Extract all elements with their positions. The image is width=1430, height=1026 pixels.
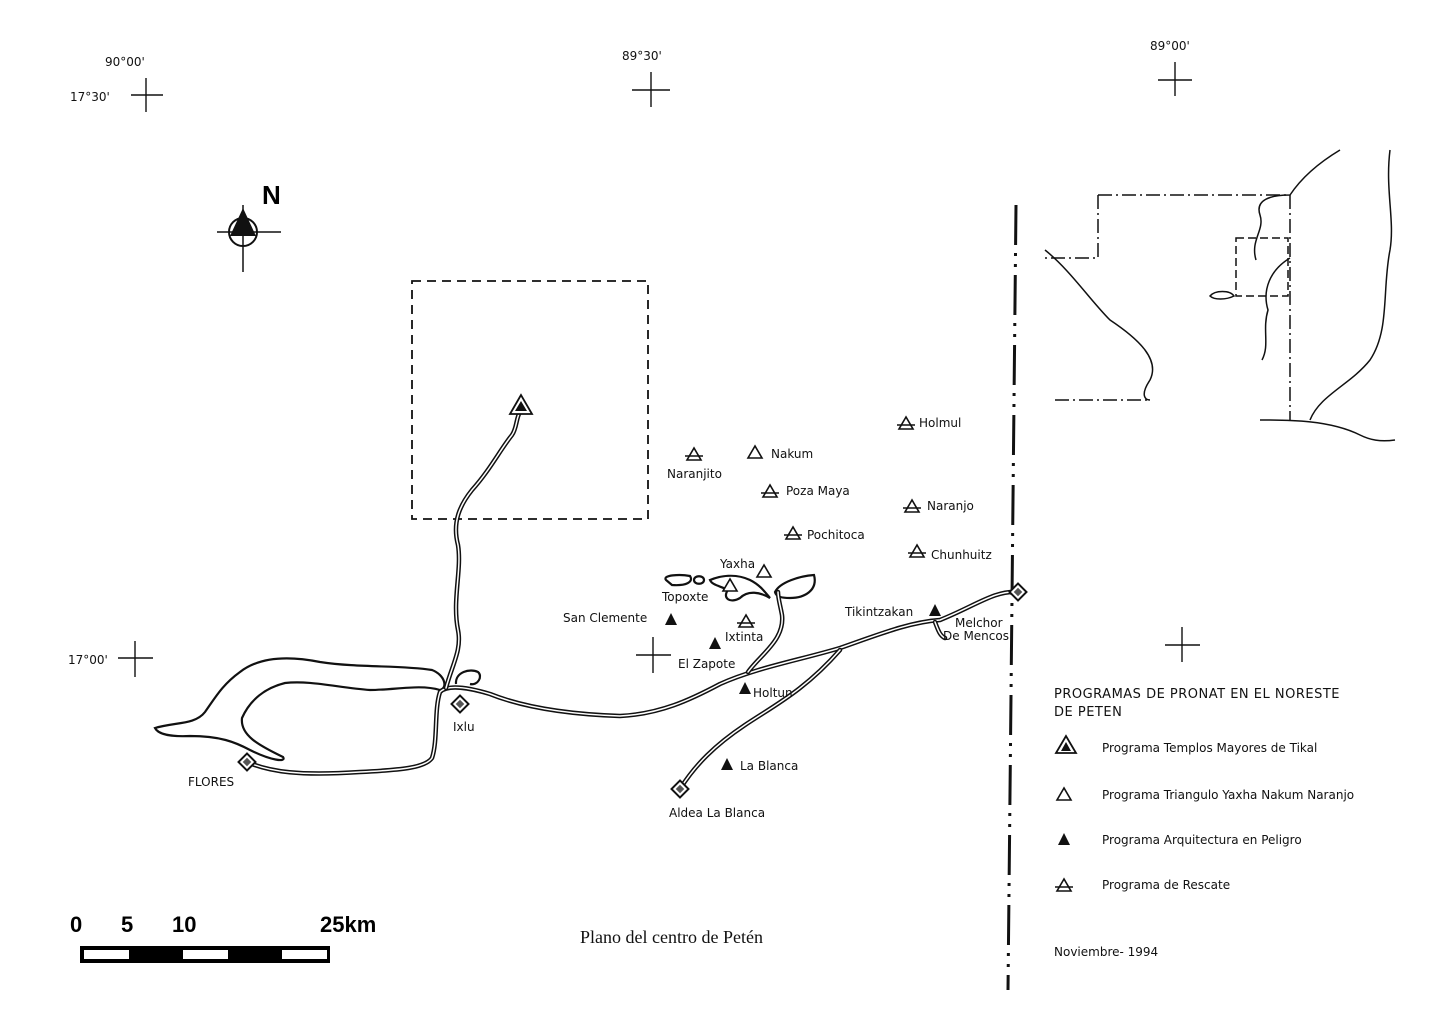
- naranjo-rescate-icon: [902, 499, 922, 513]
- scale-tick-10: 10: [172, 912, 196, 937]
- roads: [244, 409, 1021, 792]
- site-label-san-clemente: San Clemente: [563, 611, 647, 625]
- coord-lon-89-00: 89°00': [1150, 39, 1190, 53]
- graticule: [118, 62, 1200, 677]
- site-label-naranjo: Naranjo: [927, 499, 974, 513]
- site-label-chunhuitz: Chunhuitz: [931, 548, 992, 562]
- coord-lon-89-30: 89°30': [622, 49, 662, 63]
- lake-peten-itza: [153, 657, 446, 762]
- site-label-holmul: Holmul: [919, 416, 961, 430]
- site-label-tikintzakan: Tikintzakan: [844, 605, 913, 619]
- map-title: Plano del centro de Petén: [580, 927, 763, 947]
- tikal-park-boundary: [411, 280, 649, 520]
- holtun-arquitectura-icon: [739, 682, 751, 694]
- site-label-ixtinta: Ixtinta: [725, 630, 763, 644]
- scale-tick-25km: 25km: [320, 912, 376, 937]
- topoxte-triangulo-icon: [722, 578, 738, 592]
- holmul-rescate-icon: [896, 416, 916, 430]
- scale-tick-5: 5: [121, 912, 133, 937]
- site-label-el-zapote: El Zapote: [678, 657, 735, 671]
- legend-filled-triangle-icon: [1058, 833, 1070, 845]
- north-label: N: [262, 180, 281, 210]
- coord-lon-90-00: 90°00': [105, 55, 145, 69]
- site-label-naranjito: Naranjito: [667, 467, 722, 481]
- town-label-ixlu: Ixlu: [453, 720, 475, 734]
- san-clemente-arquitectura-icon: [665, 613, 677, 625]
- north-arrow-icon: [217, 205, 281, 272]
- town-label-aldea-la-blanca: Aldea La Blanca: [669, 806, 765, 820]
- site-label-nakum: Nakum: [771, 447, 813, 461]
- site-label-topoxte: Topoxte: [661, 590, 708, 604]
- poza-maya-rescate-icon: [760, 484, 780, 498]
- ixlu-town-icon: [450, 694, 470, 714]
- legend-date: Noviembre- 1994: [1054, 945, 1158, 959]
- town-label-de-mencos: De Mencos: [943, 629, 1009, 643]
- la-blanca-arquitectura-icon: [721, 758, 733, 770]
- site-label-yaxha: Yaxha: [719, 557, 755, 571]
- flores-town-icon: [237, 752, 257, 772]
- site-label-holtun: Holtun: [753, 686, 793, 700]
- site-label-poza-maya: Poza Maya: [786, 484, 850, 498]
- town-label-melchor: Melchor: [955, 616, 1003, 630]
- legend-item-arquitectura: Programa Arquitectura en Peligro: [1102, 833, 1302, 847]
- yaxha-triangulo-icon: [756, 564, 772, 578]
- legend-rescate-icon: [1054, 878, 1074, 892]
- legend-item-tikal: Programa Templos Mayores de Tikal: [1102, 741, 1317, 755]
- town-label-flores: FLORES: [188, 775, 234, 789]
- nakum-triangulo-icon: [747, 445, 763, 459]
- ixtinta-rescate-icon: [736, 614, 756, 628]
- location-inset-map: [1044, 149, 1396, 442]
- coord-lat-17-00: 17°00': [68, 653, 108, 667]
- tikal-symbol-icon: [508, 393, 534, 415]
- legend-title-line1: PROGRAMAS DE PRONAT EN EL NORESTE: [1054, 687, 1340, 702]
- legend-item-rescate: Programa de Rescate: [1102, 878, 1230, 892]
- legend: PROGRAMAS DE PRONAT EN EL NORESTE DE PET…: [1054, 687, 1354, 959]
- scale-tick-0: 0: [70, 912, 82, 937]
- lake-ixlu: [454, 669, 482, 686]
- coord-lat-17-30: 17°30': [70, 90, 110, 104]
- tikintzakan-arquitectura-icon: [929, 604, 941, 616]
- chunhuitz-rescate-icon: [907, 544, 927, 558]
- naranjito-rescate-icon: [684, 447, 704, 461]
- legend-item-triangulo: Programa Triangulo Yaxha Nakum Naranjo: [1102, 788, 1354, 802]
- legend-open-triangle-icon: [1056, 787, 1072, 801]
- national-border: [1006, 204, 1018, 991]
- legend-title-line2: DE PETEN: [1054, 705, 1122, 720]
- site-label-pochitoca: Pochitoca: [807, 528, 865, 542]
- pochitoca-rescate-icon: [783, 526, 803, 540]
- scale-bar: 0 5 10 25km: [70, 912, 376, 963]
- el-zapote-arquitectura-icon: [709, 637, 721, 649]
- site-label-la-blanca: La Blanca: [740, 759, 798, 773]
- legend-double-triangle-icon: [1054, 734, 1078, 754]
